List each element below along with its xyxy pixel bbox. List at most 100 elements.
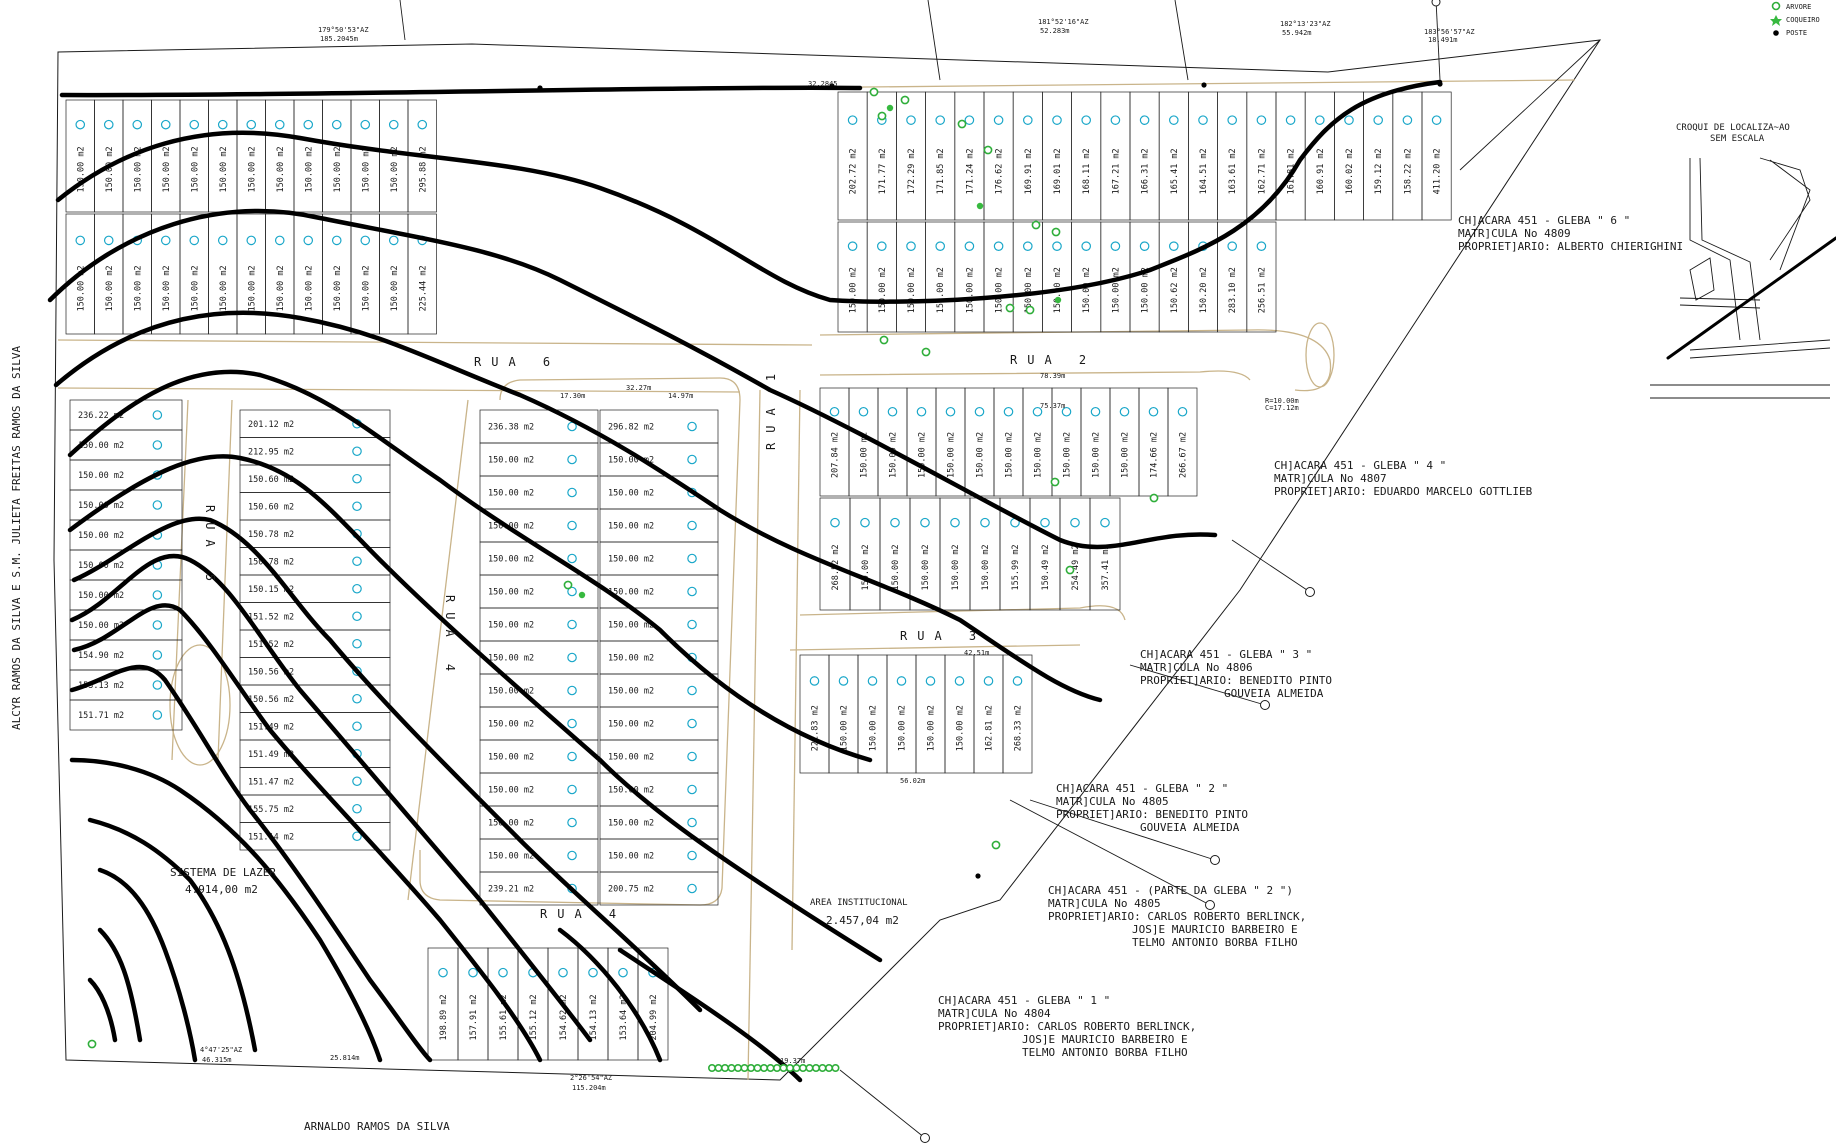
svg-text:GOUVEIA ALMEIDA: GOUVEIA ALMEIDA <box>1140 821 1240 834</box>
lot-area-label: 176.62 m2 <box>995 148 1005 194</box>
lot-number-marker <box>352 693 362 704</box>
lot-area-label: 150.00 m2 <box>488 720 534 730</box>
tree-icon <box>805 1064 814 1073</box>
lot-area-label: 171.77 m2 <box>878 148 888 194</box>
lot-area-label: 150.00 m2 <box>907 267 917 313</box>
lot-number-marker <box>274 235 285 246</box>
tree-icon <box>869 87 879 97</box>
lot-number-marker <box>876 241 887 251</box>
gleba-2-part: CH]ACARA 451 - (PARTE DA GLEBA " 2 ") MA… <box>1048 884 1306 949</box>
lot-area-label: 150.00 m2 <box>608 654 654 664</box>
lot-number-marker <box>160 119 171 130</box>
tree-icon <box>798 1064 807 1073</box>
tree-icon <box>1025 305 1035 315</box>
lot-number-marker <box>830 517 840 528</box>
tree-icon <box>727 1064 736 1073</box>
lot-number-marker <box>352 721 362 732</box>
lot-number-marker <box>809 676 820 686</box>
tree-icon <box>792 1064 801 1073</box>
lot-area-label: 150.00 m2 <box>608 489 654 499</box>
lot-number-marker <box>567 685 577 696</box>
lot-number-marker <box>920 517 930 528</box>
lot-number-marker <box>352 473 362 484</box>
lot-area-label: 295.88 m2 <box>418 146 428 192</box>
lot-number-marker <box>1023 241 1033 251</box>
lot-number-marker <box>352 611 362 622</box>
lot-number-marker <box>1256 115 1267 125</box>
lot-number-marker <box>887 406 898 417</box>
lot-area-label: 150.00 m2 <box>276 265 286 311</box>
svg-text:TELMO ANTONIO BORBA FILHO: TELMO ANTONIO BORBA FILHO <box>1022 1046 1188 1059</box>
lot-number-marker <box>1169 241 1179 251</box>
lot-number-marker <box>152 620 163 630</box>
lot-area-label: 150.00 m2 <box>936 267 946 313</box>
lot-area-label: 204.99 m2 <box>649 994 659 1040</box>
palm-icon <box>578 591 586 599</box>
lot-area-label: 166.31 m2 <box>1141 148 1151 194</box>
lot-area-label: 150.00 m2 <box>608 720 654 730</box>
lot-number-marker <box>567 553 577 564</box>
tree-icon <box>714 1064 723 1073</box>
lot-area-label: 411.20 m2 <box>1433 148 1443 194</box>
lot-number-marker <box>132 119 143 130</box>
lot-area-label: 150.00 m2 <box>965 267 975 313</box>
dim-top-total: 185.2045m <box>320 35 358 43</box>
lot-number-marker <box>1052 241 1062 251</box>
lot-number-marker <box>687 421 697 432</box>
lot-number-marker <box>950 517 960 528</box>
tree-icon <box>720 1064 729 1073</box>
dim-bottom4: 19.37m <box>780 1057 805 1065</box>
lot-area-label: 150.00 m2 <box>247 146 257 192</box>
lot-number-marker <box>352 446 362 457</box>
tree-icon <box>1149 493 1159 503</box>
lot-area-label: 150.00 m2 <box>1092 432 1102 478</box>
lot-area-label: 266.67 m2 <box>1179 432 1189 478</box>
lot-number-marker <box>954 676 965 686</box>
lot-area-label: 256.51 m2 <box>1257 267 1267 313</box>
lot-number-marker <box>498 967 508 978</box>
lot-area-label: 236.22 m2 <box>78 411 124 421</box>
dim-bottom3: 115.204m <box>572 1084 606 1092</box>
lot-area-label: 157.91 m2 <box>469 994 479 1040</box>
lot-area-label: 150.60 m2 <box>248 502 294 512</box>
lot-block5_west-10 <box>69 699 183 731</box>
lot-number-marker <box>945 406 956 417</box>
lot-area-label: 155.75 m2 <box>248 805 294 815</box>
inst-area: 2.457,04 m2 <box>826 914 899 927</box>
tree-icon <box>740 1064 749 1073</box>
lot-area-label: 150.00 m2 <box>304 146 314 192</box>
lot-number-marker <box>438 967 448 978</box>
lot-area-label: 172.29 m2 <box>907 148 917 194</box>
street-label-rua1: RUA 1 <box>764 364 778 450</box>
lot-number-marker <box>906 241 916 251</box>
lot-area-label: 150.00 m2 <box>105 265 115 311</box>
lot-number-marker <box>1081 241 1091 251</box>
lot-area-label: 150.00 m2 <box>333 265 343 311</box>
lot-area-label: 165.41 m2 <box>1170 148 1180 194</box>
lot-area-label: 150.00 m2 <box>78 471 124 481</box>
tree-icon <box>746 1064 755 1073</box>
tree-icon <box>921 347 931 357</box>
lot-area-label: 150.00 m2 <box>162 146 172 192</box>
lot-area-label: 150.00 m2 <box>878 267 888 313</box>
pole-icon <box>829 83 835 89</box>
lot-area-label: 150.00 m2 <box>488 456 534 466</box>
lot-area-label: 150.00 m2 <box>1034 432 1044 478</box>
lot-area-label: 357.41 m2 <box>1101 544 1111 590</box>
lot-number-marker <box>974 406 985 417</box>
svg-text:JOS]E MAURICIO BARBEIRO E: JOS]E MAURICIO BARBEIRO E <box>1022 1033 1188 1046</box>
lot-area-label: 150.00 m2 <box>219 265 229 311</box>
lot-number-marker <box>980 517 990 528</box>
lot-number-marker <box>1285 115 1296 125</box>
lot-number-marker <box>189 235 200 246</box>
lot-area-label: 150.00 m2 <box>488 489 534 499</box>
lot-number-marker <box>1198 115 1208 125</box>
svg-text:GOUVEIA ALMEIDA: GOUVEIA ALMEIDA <box>1224 687 1324 700</box>
lot-grid: 150.00 m2 150.00 m2 150.00 m2 150.00 m2 150.… <box>65 91 1452 1061</box>
lot-number-marker <box>896 676 907 686</box>
lot-number-marker <box>1139 241 1150 251</box>
lot-area-label: 153.64 m2 <box>619 994 629 1040</box>
lot-area-label: 154.62 m2 <box>559 994 569 1040</box>
lot-area-label: 150.00 m2 <box>608 687 654 697</box>
